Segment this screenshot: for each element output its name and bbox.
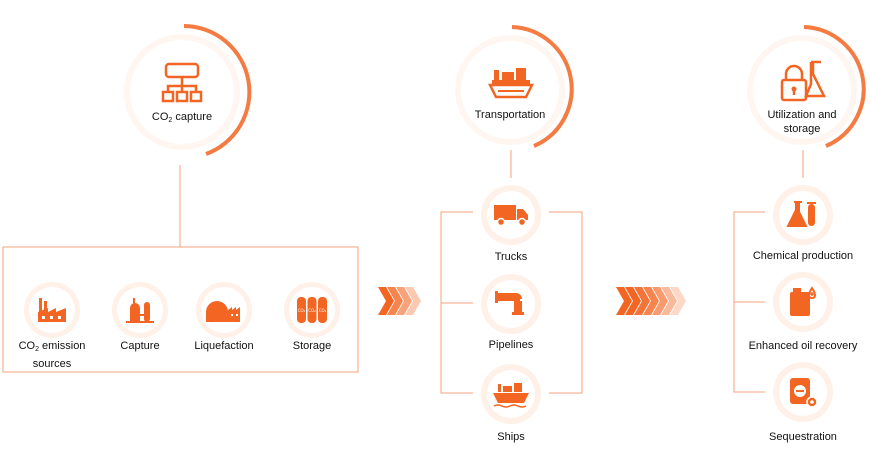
cylinder-text: CO₂ [319, 308, 327, 313]
sequestration-gear-icon [790, 378, 818, 408]
mode-trucks-label: Trucks [494, 251, 528, 263]
step-storage-label: Storage [292, 340, 332, 352]
factory-icon [38, 298, 66, 322]
step-liquefaction [196, 282, 252, 338]
use-sequestration [773, 362, 833, 422]
mode-ships [481, 364, 541, 424]
use-chemical-production-label: Chemical production [752, 250, 854, 262]
chevron-arrows-icon [378, 287, 421, 315]
use-enhanced-oil-recovery-label: Enhanced oil recovery [748, 340, 858, 352]
oil-canister-icon [790, 286, 816, 316]
capture-hub: CO2 capture [114, 22, 254, 162]
chevron-arrows-icon [616, 287, 686, 315]
lock-flask-icon [780, 60, 827, 102]
step-liquefaction-label: Liquefaction [194, 340, 254, 352]
capture-hub-label: CO2 capture [151, 111, 213, 124]
mode-trucks [481, 185, 541, 245]
cylinder-text: CO₂ [308, 308, 316, 313]
network-hierarchy-icon [161, 62, 203, 103]
transportation-hub-label: Transportation [474, 109, 546, 121]
cylinder-text: CO₂ [298, 308, 306, 313]
ship-icon [493, 383, 529, 408]
chemical-flasks-icon [786, 201, 816, 227]
liquefaction-plant-icon [206, 301, 240, 322]
step-storage: CO₂ CO₂ CO₂ [284, 282, 340, 338]
mode-circle [481, 274, 541, 334]
step-emission-sources [24, 282, 80, 338]
truck-icon [494, 205, 528, 227]
cargo-ship-icon [488, 68, 534, 99]
gas-cylinders-icon: CO₂ CO₂ CO₂ [297, 297, 327, 323]
utilization-hub-ring [747, 25, 866, 148]
use-chemical-production [773, 185, 833, 245]
step-capture-label: Capture [120, 340, 160, 352]
use-enhanced-oil-recovery [773, 272, 833, 332]
mode-ships-label: Ships [497, 431, 525, 443]
mode-pipelines [481, 274, 541, 334]
capture-tower-icon [126, 298, 154, 323]
step-capture [112, 282, 168, 338]
use-sequestration-label: Sequestration [769, 431, 837, 443]
transportation-hub: Transportation [446, 24, 576, 154]
mode-pipelines-label: Pipelines [488, 339, 534, 351]
pipeline-icon [495, 291, 524, 315]
